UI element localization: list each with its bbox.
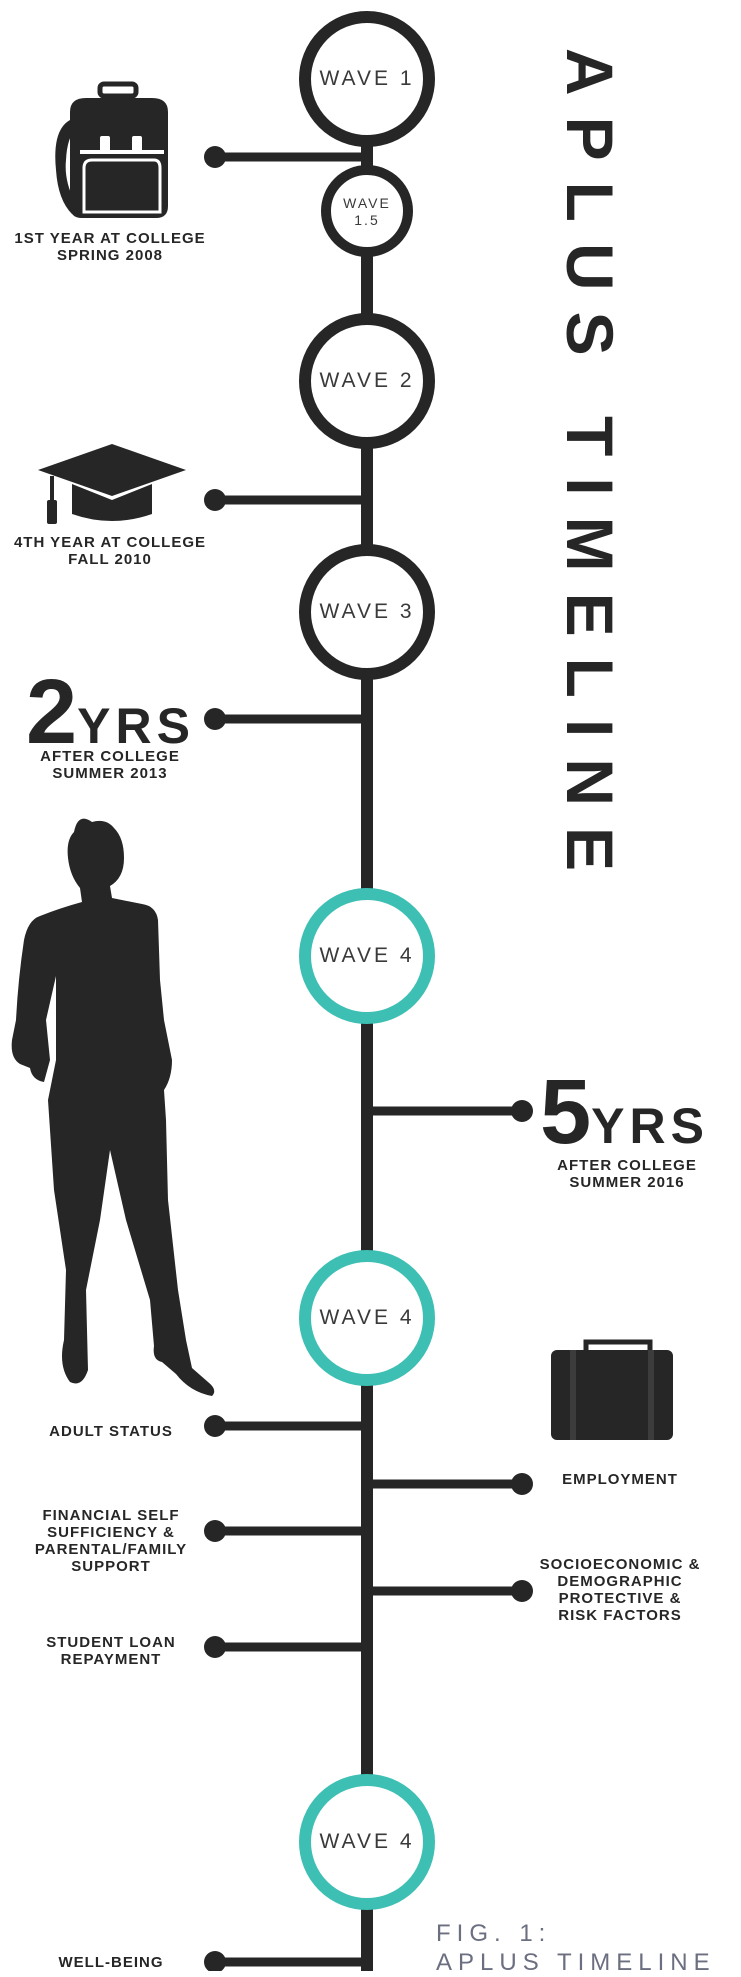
- outcome-line: PARENTAL/FAMILY: [10, 1541, 212, 1558]
- outcome-line: SOCIOECONOMIC &: [520, 1556, 720, 1573]
- outcome-line: STUDENT LOAN: [10, 1634, 212, 1651]
- milestone-line: SUMMER 2013: [10, 765, 210, 782]
- connector-right: [367, 1100, 533, 1122]
- briefcase-icon: [551, 1342, 673, 1440]
- wave-label-line: WAVE: [343, 195, 391, 212]
- years-milestone: 5YRS: [540, 1072, 709, 1155]
- connector-right: [367, 1473, 533, 1495]
- wave-label: WAVE 4: [305, 1298, 429, 1338]
- outcome-well-being: WELL-BEING: [10, 1954, 212, 1971]
- wave-label: WAVE 1: [305, 59, 429, 99]
- wave-label: WAVE 2: [305, 361, 429, 401]
- milestone-line: FALL 2010: [10, 551, 210, 568]
- years-milestone: 2YRS: [26, 672, 195, 755]
- graduation-cap-icon: [38, 444, 186, 524]
- years-unit: YRS: [77, 698, 195, 754]
- milestone-line: SUMMER 2016: [527, 1174, 727, 1191]
- figure-caption-line: APLUS TIMELINE: [436, 1949, 716, 1977]
- wave-label: WAVE 4: [305, 936, 429, 976]
- outcome-line: DEMOGRAPHIC: [520, 1573, 720, 1590]
- wave-label: WAVE 3: [305, 592, 429, 632]
- milestone-label: AFTER COLLEGE SUMMER 2016: [527, 1157, 727, 1191]
- connector-left: [204, 708, 367, 730]
- connector-left: [204, 1636, 367, 1658]
- milestone-line: AFTER COLLEGE: [10, 748, 210, 765]
- milestone-line: 1ST YEAR AT COLLEGE: [10, 230, 210, 247]
- milestone-line: 4TH YEAR AT COLLEGE: [10, 534, 210, 551]
- outcome-line: SUFFICIENCY &: [10, 1524, 212, 1541]
- connector-left: [204, 1951, 367, 1971]
- outcome-student-loan-repayment: STUDENT LOAN REPAYMENT: [10, 1634, 212, 1668]
- connector-left: [204, 146, 367, 168]
- years-unit: YRS: [591, 1098, 709, 1154]
- page-title: APLUS TIMELINE: [558, 48, 628, 948]
- milestone-label: 1ST YEAR AT COLLEGE SPRING 2008: [10, 230, 210, 264]
- wave-label: WAVE 1.5: [326, 193, 408, 231]
- milestone-label: 4TH YEAR AT COLLEGE FALL 2010: [10, 534, 210, 568]
- outcome-line: RISK FACTORS: [520, 1607, 720, 1624]
- outcome-employment: EMPLOYMENT: [520, 1471, 720, 1488]
- connector-right: [367, 1580, 533, 1602]
- years-number: 5: [540, 1061, 591, 1163]
- milestone-line: AFTER COLLEGE: [527, 1157, 727, 1174]
- outcome-line: SUPPORT: [10, 1558, 212, 1575]
- outcome-line: FINANCIAL SELF: [10, 1507, 212, 1524]
- connector-left: [204, 1415, 367, 1437]
- outcome-socioeconomic-factors: SOCIOECONOMIC & DEMOGRAPHIC PROTECTIVE &…: [520, 1556, 720, 1624]
- connector-left: [204, 489, 367, 511]
- backpack-icon: [55, 84, 168, 218]
- milestone-label: AFTER COLLEGE SUMMER 2013: [10, 748, 210, 782]
- outcome-line: WELL-BEING: [10, 1954, 212, 1971]
- outcome-line: EMPLOYMENT: [520, 1471, 720, 1488]
- outcome-financial-self-sufficiency: FINANCIAL SELF SUFFICIENCY & PARENTAL/FA…: [10, 1507, 212, 1575]
- figure-caption-line: FIG. 1:: [436, 1920, 551, 1948]
- outcome-line: ADULT STATUS: [10, 1423, 212, 1440]
- outcome-line: PROTECTIVE &: [520, 1590, 720, 1607]
- milestone-line: SPRING 2008: [10, 247, 210, 264]
- outcome-line: REPAYMENT: [10, 1651, 212, 1668]
- woman-silhouette-icon: [12, 819, 215, 1396]
- wave-label-line: 1.5: [354, 212, 379, 229]
- wave-label: WAVE 4: [305, 1822, 429, 1862]
- outcome-adult-status: ADULT STATUS: [10, 1423, 212, 1440]
- connector-left: [204, 1520, 367, 1542]
